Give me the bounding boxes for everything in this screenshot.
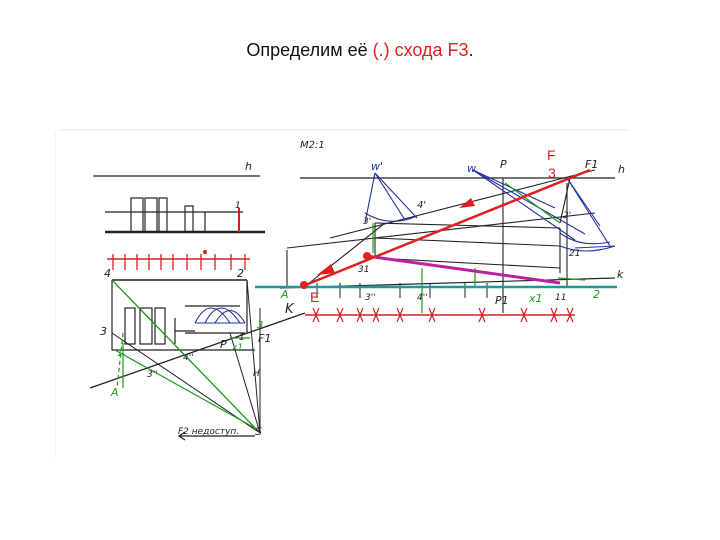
label-3-1: 31: [358, 265, 369, 275]
label-x1-right: x1: [528, 292, 543, 305]
label-3-2: 3'': [365, 293, 376, 303]
label-P-left: P: [220, 338, 227, 351]
red-arrow-F3: [459, 198, 475, 208]
title-highlight: (.) схода F3: [372, 40, 469, 60]
label-w: w: [467, 162, 476, 175]
label-2-green-right: 2: [593, 288, 600, 301]
red-arrow-E: [317, 264, 335, 275]
left-plan-arcs: [194, 307, 246, 324]
ground-trace-line: [89, 312, 306, 389]
title-prefix: Определим её: [246, 40, 373, 60]
label-1-green: 1: [117, 349, 123, 359]
label-H: H: [253, 369, 260, 379]
magenta-line: [366, 254, 561, 285]
perspective-box-lines: [286, 169, 596, 313]
red-line-E-F3: [302, 168, 591, 288]
label-4-dbl: 4'': [183, 353, 194, 363]
green-construction: [372, 182, 586, 313]
slide-title: Определим её (.) схода F3.: [0, 40, 720, 61]
point-3-1: [363, 252, 371, 260]
base-verticals: [316, 283, 488, 298]
label-P-top: P: [500, 158, 507, 171]
label-S: S: [255, 425, 262, 438]
left-labels: h 4 2 3 1 1 F1 P x1 3'' 4'' 1 A S H F2 н…: [100, 160, 271, 438]
label-4-2: 4'': [417, 293, 428, 303]
label-F3-sub: 3: [548, 165, 556, 181]
label-4-prime: 4': [417, 200, 426, 211]
perspective-drawing: h 4 2 3 1 1 F1 P x1 3'' 4'' 1 A S H F2 н…: [55, 129, 630, 458]
left-measure-dot: [203, 250, 207, 254]
label-h-right: h: [618, 163, 625, 176]
right-measure-ticks: [312, 307, 574, 323]
label-h-left: h: [245, 160, 252, 173]
label-A-right: A: [280, 288, 289, 301]
label-1-top-left: 1: [235, 201, 241, 211]
label-K: K: [285, 302, 295, 317]
label-2-prime: 2': [563, 211, 571, 221]
left-plan: [89, 175, 306, 441]
label-3-prime: 3': [363, 217, 371, 227]
label-3-green: 3: [257, 320, 263, 331]
left-green-lines: [111, 279, 261, 434]
label-2-left: 2: [237, 267, 244, 280]
title-suffix: .: [468, 40, 474, 60]
label-1-bottom: 11: [555, 293, 566, 303]
label-w-prime: w': [371, 160, 383, 173]
left-measure-ticks: [112, 254, 246, 270]
label-F1-top: F1: [585, 158, 598, 171]
label-3-dbl: 3'': [147, 370, 158, 380]
label-F2: F2 недоступ.: [178, 427, 239, 437]
label-k-line: k: [617, 268, 624, 281]
label-P1: P1: [495, 294, 509, 307]
label-2-1: 21: [569, 249, 580, 259]
label-scale: M2:1: [300, 140, 325, 151]
label-1-left: 1: [239, 333, 245, 343]
label-E: E: [310, 289, 319, 305]
point-E: [300, 281, 308, 289]
label-A-left: A: [110, 386, 119, 399]
label-F1-left: F1: [258, 332, 271, 345]
blue-construction: [364, 169, 616, 252]
right-labels: M2:1 h k w' w P F1 4' 3' 2' 21 31 3'' 4'…: [280, 140, 625, 317]
label-x1-left: x1: [231, 343, 243, 353]
label-F3: F: [547, 147, 556, 163]
scan-frame: [55, 129, 630, 458]
label-3-left: 3: [100, 325, 107, 338]
label-4-left: 4: [104, 267, 111, 280]
